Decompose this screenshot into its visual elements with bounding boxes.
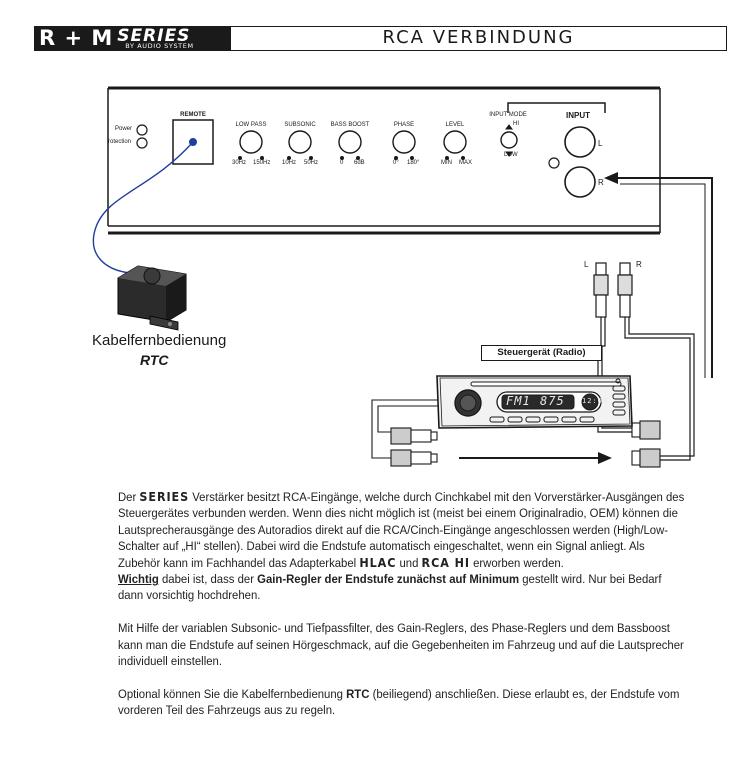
low-pass-min: 30Hz [232,160,247,166]
p1-hlac-logo: HLAC [359,555,397,570]
rtc-remote-icon [117,265,187,331]
page-title: RCA VERBINDUNG [382,27,575,48]
p4-rtc: RTC [346,686,370,701]
paragraph-3: Mit Hilfe der variablen Subsonic- und Ti… [118,621,684,669]
rtc-name: Kabelfernbedienung [92,332,227,349]
p2-b: gestellt wird. Nur bei Bedarf dann vorsi… [118,572,662,603]
input-label: INPUT [566,111,590,120]
rca-plugs-radio-left-icon [371,399,446,467]
low-pass-label: LOW PASS [235,122,267,128]
power-led-icon [136,124,148,136]
brand-rm: R + M [39,26,114,50]
input-r-label: R [598,178,604,187]
rca-connection-diagram: Power rotection REMOTE LOW PASS 30Hz 150… [0,60,737,480]
input-l-label: L [598,139,603,148]
low-pass-knob-icon [238,130,264,160]
radio-head-unit-icon [436,375,633,429]
input-mode-switch-icon [500,124,518,157]
radio-lcd-frequency: 875 [540,394,565,408]
input-l-jack-icon [564,126,596,158]
p4-b: (beiliegend) anschließen. Diese erlaubt … [118,686,680,718]
phase-label: PHASE [393,122,415,128]
bass-boost-label: BASS BOOST [330,122,370,128]
level-min: MIN [441,160,452,166]
cable-r-label: R [636,260,642,269]
phase-min: 0° [393,160,399,166]
p1-end: erworben werden. [469,555,564,570]
diagram-graphics [92,86,713,468]
power-label: Power [115,126,133,132]
remote-cable [92,141,194,274]
paragraph-4: Optional können Sie die Kabelfernbedienu… [118,686,687,719]
remote-label: REMOTE [180,112,206,118]
p1-body: Verstärker besitzt RCA-Eingänge, welche … [118,490,685,570]
input-r-jack-icon [564,166,596,198]
bass-boost-min: 0 [340,160,344,166]
level-label: LEVEL [445,122,465,128]
input-mode-low: LOW [504,152,518,158]
radio-label: Steuergerät (Radio) [481,345,602,361]
cable-l-label: L [584,260,589,269]
level-knob-icon [443,130,467,160]
p1-series-logo: SERIES [139,490,190,504]
brand-subtitle: BY AUDIO SYSTEM [125,42,194,50]
phase-knob-icon [392,130,416,160]
radio-output-arrow [459,452,612,464]
bass-boost-max: 6dB [354,160,365,166]
protection-led-icon [136,137,148,149]
rca-plugs-radio-right-icon [631,420,661,468]
subsonic-label: SUBSONIC [284,122,316,128]
amplifier-panel [107,86,661,235]
p1-und: und [396,555,422,570]
p2-bold: Gain-Regler der Endstufe zunächst auf Mi… [257,572,520,587]
phase-max: 180° [407,160,420,166]
protection-label: rotection [108,139,132,145]
page-header: R + M SERIES BY AUDIO SYSTEM RCA VERBIND… [34,26,727,51]
p1-rcahi-logo: RCA HI [421,555,470,570]
paragraph-1: Der SERIES Verstärker besitzt RCA-Eingän… [118,489,687,571]
paragraph-2: Wichtig dabei ist, dass der Gain-Regler … [118,571,687,604]
brand-series: SERIES [117,26,191,46]
input-mode-hi: HI [513,121,519,127]
p2-a: dabei ist, dass der [158,572,258,587]
bass-boost-knob-icon [338,130,362,160]
radio-lcd-band: FM1 [506,394,531,408]
p1-pre: Der [118,490,140,504]
input-mode-label: INPUT MODE [489,112,527,118]
brand-logo: R + M SERIES BY AUDIO SYSTEM [35,26,231,50]
subsonic-min: 10Hz [282,160,297,166]
level-max: MAX [459,160,473,166]
subsonic-max: 50Hz [304,160,319,166]
p4-a: Optional können Sie die Kabelfernbedienu… [118,686,347,701]
p2-wichtig: Wichtig [118,572,159,587]
description-text: Der SERIES Verstärker besitzt RCA-Eingän… [118,489,687,719]
signal-arrow [604,172,713,378]
subsonic-knob-icon [287,130,313,160]
low-pass-max: 150Hz [253,160,271,166]
radio-lcd-clock: 12:00 [582,397,609,405]
remote-port-icon [172,119,214,165]
rtc-code: RTC [140,352,169,368]
